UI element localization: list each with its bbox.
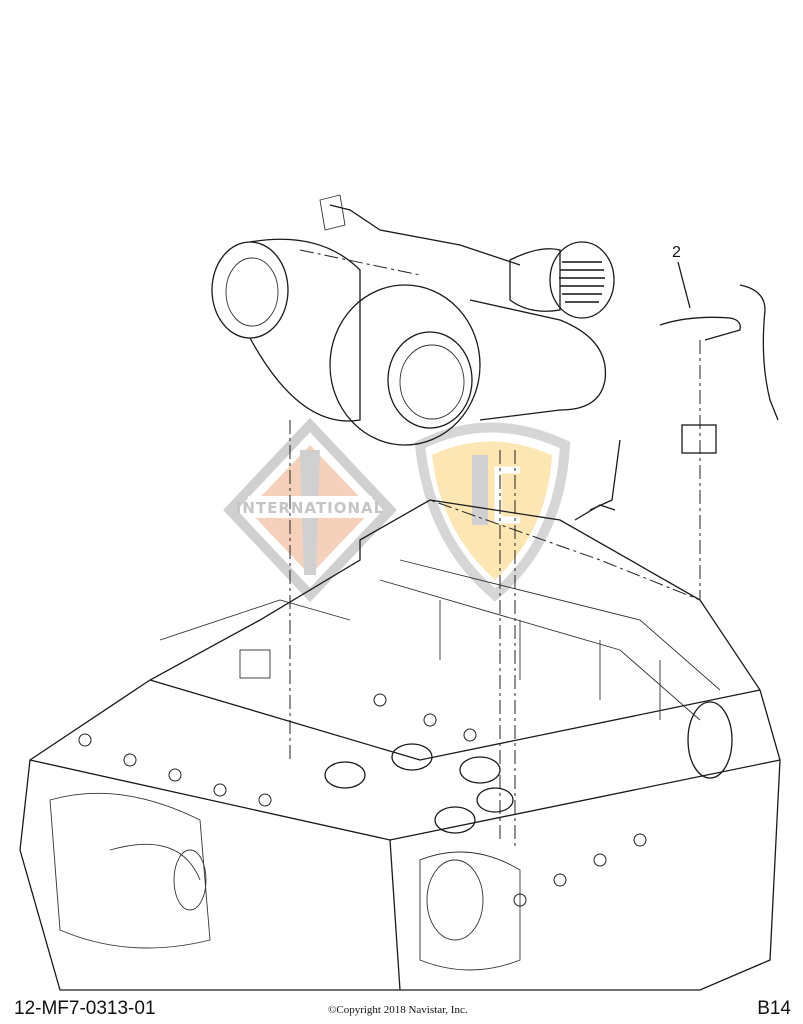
engine-block	[19, 499, 781, 991]
leader-lines	[289, 249, 701, 850]
ic-shield-watermark	[414, 422, 571, 602]
callout-label-2: 2	[672, 244, 681, 261]
turbocharger	[211, 194, 615, 446]
figure-id: 12-MF7-0313-01	[14, 998, 156, 1019]
copyright-notice: ©Copyright 2018 Navistar, Inc.	[328, 1004, 468, 1016]
svg-text:INTERNATIONAL: INTERNATIONAL	[236, 499, 384, 517]
international-logo-watermark: INTERNATIONAL	[223, 417, 397, 603]
page-code: B14	[757, 998, 791, 1019]
part-2-hose-assembly	[574, 261, 779, 521]
